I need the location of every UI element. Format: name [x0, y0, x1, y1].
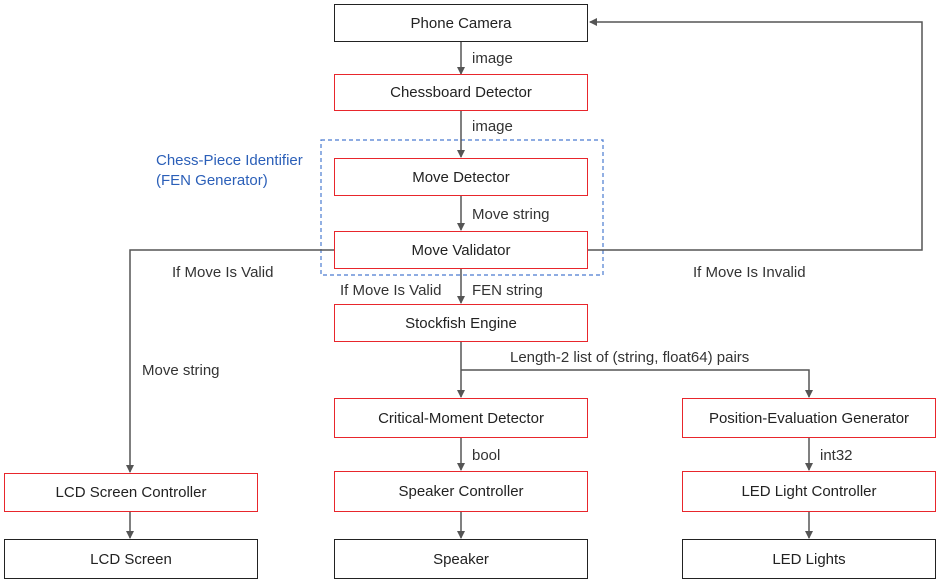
- led-lights-node: LED Lights: [682, 539, 936, 579]
- lcd-screen-node: LCD Screen: [4, 539, 258, 579]
- group-title-line2: (FEN Generator): [156, 172, 268, 189]
- edge-label-invalid: If Move Is Invalid: [693, 264, 806, 281]
- led-light-controller-node: LED Light Controller: [682, 471, 936, 512]
- chessboard-detector-node: Chessboard Detector: [334, 74, 588, 111]
- speaker-node: Speaker: [334, 539, 588, 579]
- edge-label-eval-pairs: Length-2 list of (string, float64) pairs: [510, 349, 750, 366]
- arrow-invalid-loop: [588, 18, 923, 251]
- edge-label-fen-string: FEN string: [472, 282, 543, 299]
- edge-label-int32: int32: [820, 447, 853, 464]
- edge-label-valid-center: If Move Is Valid: [340, 282, 442, 299]
- critical-moment-detector-node: Critical-Moment Detector: [334, 398, 588, 438]
- edge-label-bool: bool: [472, 447, 501, 464]
- chess-piece-identifier-group-border: [320, 139, 604, 276]
- edge-label-image-2: image: [472, 118, 513, 135]
- phone-camera-node: Phone Camera: [334, 4, 588, 42]
- arrow-stockfish-to-eval: [461, 369, 813, 398]
- move-detector-node: Move Detector: [334, 158, 588, 196]
- chess-piece-identifier-title: Chess-Piece Identifier (FEN Generator): [156, 151, 303, 191]
- edge-label-move-string-lcd: Move string: [142, 362, 220, 379]
- position-evaluation-generator-node: Position-Evaluation Generator: [682, 398, 936, 438]
- group-title-line1: Chess-Piece Identifier: [156, 152, 303, 169]
- speaker-controller-node: Speaker Controller: [334, 471, 588, 512]
- move-validator-node: Move Validator: [334, 231, 588, 269]
- edge-label-image-1: image: [472, 50, 513, 67]
- arrow-valid-to-lcd-controller: [126, 249, 334, 473]
- stockfish-engine-node: Stockfish Engine: [334, 304, 588, 342]
- lcd-screen-controller-node: LCD Screen Controller: [4, 473, 258, 512]
- edge-label-valid-left: If Move Is Valid: [172, 264, 274, 281]
- edge-label-move-string: Move string: [472, 206, 550, 223]
